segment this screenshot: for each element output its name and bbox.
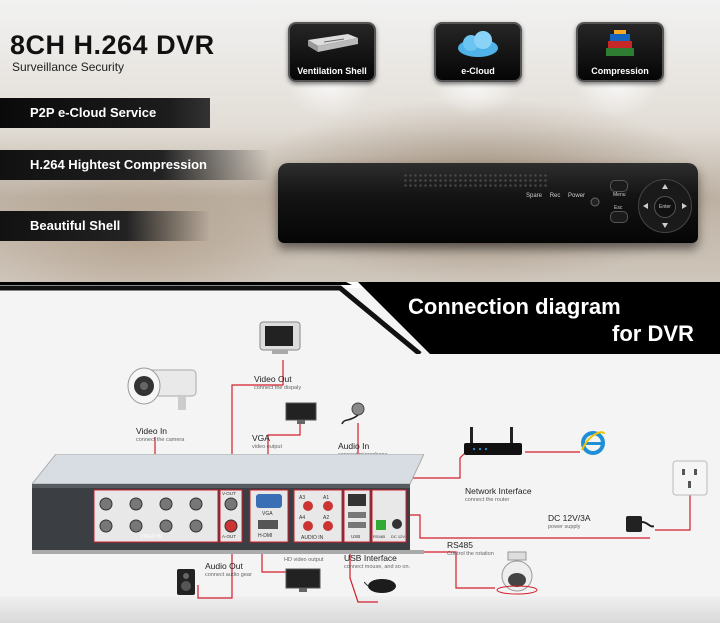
caption-title: Audio In bbox=[338, 441, 370, 451]
caption-title: Audio Out bbox=[205, 561, 243, 571]
port-label: A1 bbox=[323, 495, 330, 501]
port-label: A4 bbox=[299, 515, 306, 521]
caption-title: Video Out bbox=[254, 374, 292, 384]
navigation-pad: Enter bbox=[638, 179, 692, 233]
feature-label: Ventilation Shell bbox=[297, 66, 367, 76]
port-label: H-DMI bbox=[258, 533, 273, 539]
ptz-camera-icon bbox=[496, 551, 538, 595]
crt-monitor-icon bbox=[259, 321, 301, 354]
floor-reflection bbox=[0, 596, 720, 623]
video-out-caption: Video Out connect the dispaly bbox=[254, 374, 301, 391]
caption-desc: connect the dispaly bbox=[254, 385, 302, 391]
caption-desc: video output bbox=[252, 444, 282, 450]
power-adapter-icon bbox=[626, 516, 654, 532]
caption-desc: HD video output bbox=[284, 557, 324, 563]
caption-title: RS485 bbox=[447, 540, 473, 550]
indicator-label: Rec bbox=[549, 193, 561, 199]
books-icon bbox=[606, 30, 634, 56]
usb-caption: USB Interface connect mouse, and so on. bbox=[344, 553, 410, 570]
ir-sensor-icon bbox=[590, 197, 600, 207]
tile-reflection bbox=[572, 78, 662, 118]
cloud-icon bbox=[458, 31, 498, 57]
diagram-heading: Connection diagram bbox=[408, 294, 621, 319]
caption-desc: Control the rotation bbox=[447, 551, 494, 557]
caption-title: Video In bbox=[136, 426, 168, 436]
menu-label: Menu bbox=[613, 192, 626, 198]
speaker-icon bbox=[177, 569, 195, 595]
port-label: A2 bbox=[323, 515, 330, 521]
caption-title: DC 12V/3A bbox=[548, 513, 591, 523]
port-label: A-OUT bbox=[222, 534, 236, 539]
vent-grille bbox=[403, 173, 548, 187]
port-label: RS485 bbox=[373, 534, 386, 539]
tile-reflection bbox=[430, 78, 520, 118]
feature-tile-ecloud: e-Cloud bbox=[434, 22, 522, 82]
product-subtitle: Surveillance Security bbox=[12, 60, 125, 74]
arrow-keys-icon bbox=[643, 184, 687, 228]
port-label: VIDEO IN bbox=[140, 534, 162, 540]
caption-title: Network Interface bbox=[465, 486, 532, 496]
caption-desc: connect mouse, and so on. bbox=[344, 564, 411, 570]
port-label: DC 12V bbox=[391, 534, 406, 539]
camera-icon bbox=[127, 367, 197, 410]
feature-tag: Beautiful Shell bbox=[0, 211, 210, 241]
esc-label: Esc bbox=[614, 205, 623, 211]
indicator-label: Power bbox=[568, 193, 586, 199]
microphone-icon bbox=[341, 402, 365, 425]
menu-button bbox=[610, 180, 628, 192]
feature-tag: P2P e-Cloud Service bbox=[0, 98, 210, 128]
power-socket-icon bbox=[672, 460, 708, 496]
internet-explorer-icon bbox=[581, 431, 605, 455]
section-divider bbox=[0, 282, 720, 354]
dvr-front-panel: Spare Rec Power Menu Esc Enter bbox=[278, 163, 698, 243]
product-title: 8CH H.264 DVR bbox=[10, 30, 215, 60]
router-icon bbox=[464, 427, 522, 455]
rear-panel-body bbox=[32, 454, 424, 554]
caption-title: VGA bbox=[252, 433, 270, 443]
dvr-box-icon bbox=[308, 34, 358, 52]
port-label: V-OUT bbox=[222, 491, 236, 496]
feature-label: e-Cloud bbox=[461, 66, 495, 76]
video-in-caption: Video In connect the camera bbox=[136, 426, 184, 443]
tile-reflection bbox=[284, 78, 374, 118]
hero-banner: 8CH H.264 DVR Surveillance Security P2P … bbox=[0, 0, 720, 282]
rs485-caption: RS485 Control the rotation bbox=[447, 540, 494, 557]
enter-button: Enter bbox=[654, 196, 676, 218]
port-label: AUDIO IN bbox=[301, 535, 324, 541]
monitor-icon bbox=[285, 402, 317, 424]
dc-caption: DC 12V/3A power supply bbox=[548, 513, 591, 530]
monitor-icon bbox=[285, 568, 321, 592]
feature-tile-ventilation: Ventilation Shell bbox=[288, 22, 376, 82]
caption-desc: power supply bbox=[548, 524, 581, 530]
vga-caption: VGA video output bbox=[252, 433, 282, 450]
esc-button bbox=[610, 211, 628, 223]
caption-desc: connect audio gear bbox=[205, 572, 252, 578]
port-label: A3 bbox=[299, 495, 306, 501]
dvr-rear-panel: VIDEO IN V-OUT A-OUT VGA H-DMI AUDIO IN … bbox=[32, 454, 424, 554]
port-label: USB bbox=[351, 534, 361, 539]
status-indicators: Spare Rec Power bbox=[526, 193, 591, 199]
caption-title: USB Interface bbox=[344, 553, 397, 563]
indicator-label: Spare bbox=[526, 193, 543, 199]
feature-tile-compression: Compression bbox=[576, 22, 664, 82]
feature-label: Compression bbox=[591, 66, 649, 76]
audio-out-caption: Audio Out connect audio gear bbox=[205, 561, 252, 578]
diagram-heading: for DVR bbox=[612, 321, 694, 346]
port-label: VGA bbox=[262, 511, 273, 517]
mouse-icon bbox=[364, 579, 396, 593]
network-caption: Network Interface connect the router bbox=[465, 486, 532, 503]
caption-desc: connect the camera bbox=[136, 437, 185, 443]
caption-desc: connect the router bbox=[465, 497, 510, 503]
feature-tag: H.264 Hightest Compression bbox=[0, 150, 270, 180]
